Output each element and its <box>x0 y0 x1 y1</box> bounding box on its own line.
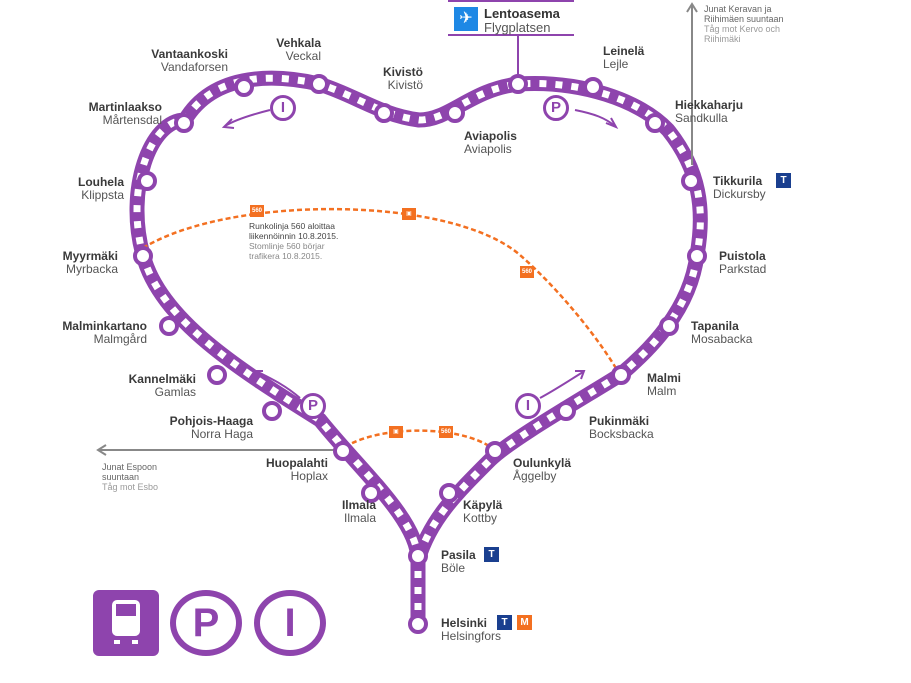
station-stop-marker[interactable] <box>333 441 353 461</box>
station-stop-marker[interactable] <box>408 614 428 634</box>
ring-rail-line <box>129 70 708 563</box>
station-stop-marker[interactable] <box>681 171 701 191</box>
airport-name-fi: Lentoasema <box>484 6 560 21</box>
station-stop-marker[interactable] <box>137 171 157 191</box>
ring-arrow-left-top <box>224 109 271 127</box>
metro-icon: M <box>517 615 532 630</box>
station-stop-marker[interactable] <box>508 74 528 94</box>
long-distance-train-icon: T <box>497 615 512 630</box>
airplane-icon: ✈ <box>454 7 478 31</box>
station-stop-marker[interactable] <box>374 103 394 123</box>
park-and-ride-legend-icon: P <box>170 590 242 656</box>
ring-arrow-right-top <box>574 109 616 127</box>
bus-560-tag: 560 <box>520 266 534 278</box>
ring-arrow-right-bottom <box>539 371 584 399</box>
station-stop-marker[interactable] <box>687 246 707 266</box>
station-stop-marker[interactable] <box>133 246 153 266</box>
station-stop-marker[interactable] <box>556 401 576 421</box>
info-legend-icon: I <box>254 590 326 656</box>
bus-560-route <box>142 207 622 376</box>
station-stop-marker[interactable] <box>207 365 227 385</box>
info-point-icon: I <box>515 393 541 419</box>
station-stop-marker[interactable] <box>408 546 428 566</box>
station-stop-marker[interactable] <box>234 77 254 97</box>
station-stop-marker[interactable] <box>159 316 179 336</box>
ring-arrow-left-bottom <box>257 371 301 399</box>
bus-icon: ▣ <box>389 426 403 438</box>
bus-560-tag: 560 <box>439 426 453 438</box>
espoo-direction-arrow <box>96 444 338 456</box>
station-stop-marker[interactable] <box>361 483 381 503</box>
park-and-ride-icon: P <box>300 393 326 419</box>
station-stop-marker[interactable] <box>485 441 505 461</box>
station-stop-marker[interactable] <box>659 316 679 336</box>
station-stop-marker[interactable] <box>645 113 665 133</box>
station-stop-marker[interactable] <box>262 401 282 421</box>
bus-560-tag: 560 <box>250 205 264 217</box>
station-stop-marker[interactable] <box>174 113 194 133</box>
airport-name-sv: Flygplatsen <box>484 20 551 35</box>
station-stop-marker[interactable] <box>611 365 631 385</box>
airport-box[interactable]: ✈ Lentoasema Flygplatsen <box>448 0 574 36</box>
park-and-ride-icon: P <box>543 95 569 121</box>
station-stop-marker[interactable] <box>445 103 465 123</box>
station-stop-marker[interactable] <box>583 77 603 97</box>
bus-inner-connector <box>344 429 493 450</box>
long-distance-train-icon: T <box>484 547 499 562</box>
kerava-direction-arrow <box>686 2 698 165</box>
info-point-icon: I <box>270 95 296 121</box>
station-stop-marker[interactable] <box>309 74 329 94</box>
long-distance-train-icon: T <box>776 173 791 188</box>
bus-icon: ▣ <box>402 208 416 220</box>
station-stop-marker[interactable] <box>439 483 459 503</box>
train-legend-icon <box>93 590 159 656</box>
